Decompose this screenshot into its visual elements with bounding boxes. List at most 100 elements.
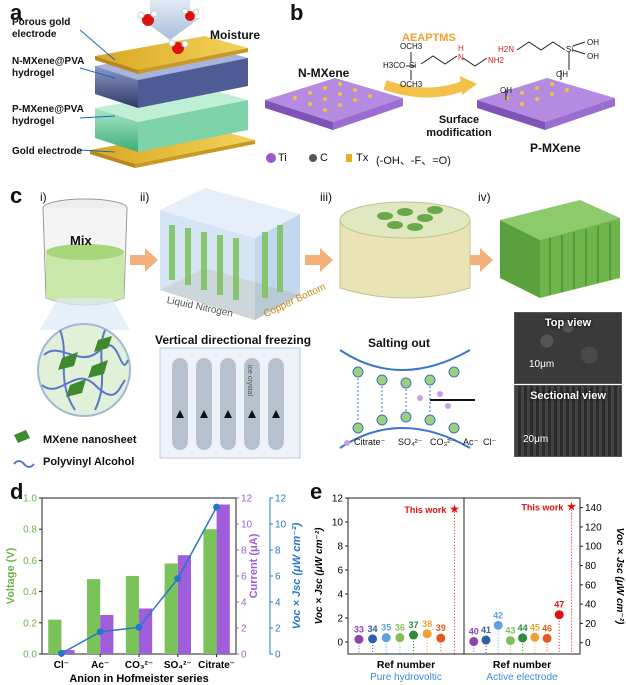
chart-d-power-point xyxy=(213,503,221,511)
step-i: i) xyxy=(40,190,47,204)
chart-d-voltage-bar xyxy=(48,619,62,654)
chart-e-right-tick-label: 40 xyxy=(585,600,597,611)
chart-e-point xyxy=(542,633,552,643)
chart-e-ref-label: 46 xyxy=(542,623,552,633)
chart-d-voltage-bar xyxy=(87,579,101,654)
panel-a-letter: a xyxy=(10,0,23,25)
chart-e-ref-label: 34 xyxy=(368,624,378,634)
chem-h3co: H3CO xyxy=(383,61,406,70)
chem-si-2: Si xyxy=(566,45,574,54)
chart-e-left-tick-label: 0 xyxy=(337,638,343,649)
chart-d-right1-tick-label: 12 xyxy=(241,494,253,505)
legend-tx: Tx xyxy=(356,152,369,164)
chart-e-group-label: Pure hydrovoltic xyxy=(370,672,442,683)
chart-d-power-point xyxy=(96,628,104,636)
chart-d-svg: 0.00.20.40.60.81.0024681012024681012Volt… xyxy=(5,494,303,685)
sectional-view-label: Sectional view xyxy=(530,390,606,402)
chart-e-point xyxy=(381,633,391,643)
porous-gold-electrode-layer xyxy=(95,36,248,70)
pva-icon xyxy=(13,460,35,468)
salted-cylinder xyxy=(339,201,471,299)
chart-d-right1-tick-label: 10 xyxy=(241,520,253,531)
chart-d-power-point xyxy=(174,575,182,583)
chart-e-this-work-label: This work xyxy=(404,505,447,515)
chart-d-right1-axis-label: Current (μA) xyxy=(248,533,260,598)
modification-arrow xyxy=(383,80,467,98)
chem-h: H xyxy=(458,44,464,53)
chart-d-x-axis-label: Anion in Hofmeister series xyxy=(69,673,208,685)
chart-e-right-tick-label: 60 xyxy=(585,580,597,591)
chart-e-this-work-label: This work xyxy=(521,503,564,513)
n-hydrogel-label: N-MXene@PVA hydrogel xyxy=(12,56,84,79)
chart-e-ref-label: 41 xyxy=(481,625,491,635)
chart-e-point xyxy=(395,633,405,643)
chart-e-this-work-star: ★ xyxy=(449,502,460,516)
chart-d-right1-tick-label: 0 xyxy=(241,650,247,661)
ion-carbonate: CO₃²⁻ xyxy=(430,437,455,447)
chart-d-left-axis-label: Voltage (V) xyxy=(5,547,17,604)
chart-e-ref-label: 42 xyxy=(493,610,503,620)
chart-e-left-tick-label: 6 xyxy=(337,566,343,577)
chart-e-point xyxy=(368,634,378,644)
chart-e-ref-label: 36 xyxy=(395,623,405,633)
chart-d-x-tick-label: CO₃²⁻ xyxy=(125,660,153,671)
chart-e-point xyxy=(436,633,446,643)
chart-e-point xyxy=(505,636,515,646)
tx-atom-icon xyxy=(346,154,352,162)
chart-e-left-tick-label: 4 xyxy=(337,590,343,601)
chart-d-current-bar xyxy=(177,555,191,654)
freezing-diagram xyxy=(159,347,301,459)
chart-d-x-tick-label: SO₄²⁻ xyxy=(164,660,192,671)
salting-out-diagram xyxy=(339,349,475,449)
chem-nh2: NH2 xyxy=(488,56,505,65)
freezing-mold xyxy=(160,188,300,320)
legend-ti: Ti xyxy=(278,152,287,164)
chart-d-left-tick-label: 0.2 xyxy=(23,618,37,629)
chart-d-voltage-bar xyxy=(203,529,217,654)
c-atom-icon xyxy=(309,154,317,162)
water-molecule-icon xyxy=(137,8,199,54)
chart-e-point xyxy=(530,632,540,642)
panel-c-process-illustration xyxy=(13,188,620,468)
chart-e-ref-label: 40 xyxy=(469,627,479,637)
chart-e-right-axis-label: Voc × Jsc (μW cm⁻²) xyxy=(614,528,625,625)
chart-d-current-bar xyxy=(61,650,75,654)
chart-e-point xyxy=(422,629,432,639)
chart-e-left-tick-label: 8 xyxy=(337,542,343,553)
chart-d-left-tick-label: 0.0 xyxy=(23,650,37,661)
gold-electrode-label: Gold electrode xyxy=(12,146,83,157)
chart-d-current-bar xyxy=(139,608,153,654)
legend-c: C xyxy=(320,152,328,164)
chart-d-left-tick-label: 1.0 xyxy=(23,494,37,505)
chart-e-left-tick-label: 10 xyxy=(332,518,344,529)
citrate-ion-icon xyxy=(344,440,350,446)
chart-d-current-bar xyxy=(216,504,230,654)
vertical-freezing-title: Vertical directional freezing xyxy=(155,333,312,347)
ion-acetate: Ac⁻ xyxy=(463,437,479,447)
step-iii: iii) xyxy=(320,190,332,204)
chem-oh-4: OH xyxy=(500,86,512,95)
chart-d-right2-tick-label: 0 xyxy=(275,650,281,661)
chart-d-right2-tick-label: 12 xyxy=(275,494,287,505)
chart-d-x-tick-label: Citrate⁻ xyxy=(198,660,235,671)
chart-e-point xyxy=(481,635,491,645)
chart-d-voltage-bar xyxy=(164,563,178,654)
chart-d-right1-tick-label: 6 xyxy=(241,572,247,583)
chem-oh-2: OH xyxy=(587,52,599,61)
chart-e-right-tick-label: 0 xyxy=(585,638,591,649)
chart-e-x-axis-label: Ref number xyxy=(493,659,551,671)
chem-oh-1: OH xyxy=(587,38,599,47)
p-mxene-title: P-MXene xyxy=(530,141,581,155)
n-mxene-title: N-MXene xyxy=(298,66,350,80)
chart-e-left-axis-label: Voc × Jsc (μW cm⁻²) xyxy=(314,527,325,624)
chart-d-right2-tick-label: 6 xyxy=(275,572,281,583)
ti-atom-icon xyxy=(266,153,276,163)
chart-e-group-label: Active electrode xyxy=(486,672,558,683)
chart-e-point xyxy=(554,610,564,620)
chart-e-x-axis-label: Ref number xyxy=(377,659,435,671)
panel-b-modification-illustration xyxy=(265,41,615,163)
chart-e-point xyxy=(493,620,503,630)
panel-c-letter: c xyxy=(10,183,23,208)
p-hydrogel-label: P-MXene@PVA hydrogel xyxy=(12,104,84,127)
chem-oh-3: OH xyxy=(556,70,568,79)
